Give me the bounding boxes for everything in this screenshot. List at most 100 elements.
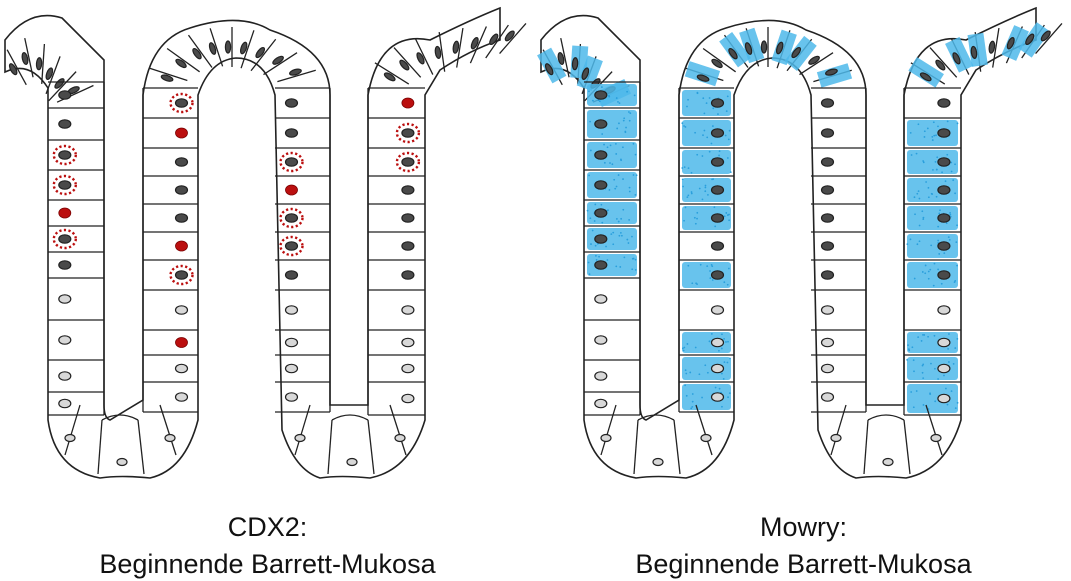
stain-speckle xyxy=(956,338,958,340)
stain-speckle xyxy=(934,335,936,337)
stain-speckle xyxy=(914,196,916,198)
stain-speckle xyxy=(631,268,633,270)
stain-speckle xyxy=(599,100,601,102)
stain-speckle xyxy=(724,361,726,363)
stain-speckle xyxy=(947,404,949,406)
stain-speckle xyxy=(916,243,918,245)
stain-speckle xyxy=(939,209,941,211)
nucleus xyxy=(59,399,71,407)
nucleus xyxy=(176,306,188,314)
nucleus xyxy=(117,459,127,466)
stain-speckle xyxy=(687,265,689,267)
stain-speckle xyxy=(629,191,631,193)
stain-speckle xyxy=(616,128,618,130)
stain-speckle xyxy=(935,161,937,163)
cdx2-positive-nucleus xyxy=(59,208,71,218)
stain-speckle xyxy=(727,95,729,97)
stain-speckle xyxy=(937,269,939,271)
nucleus xyxy=(402,186,414,194)
stain-speckle xyxy=(948,333,950,335)
nucleus xyxy=(938,394,950,402)
stain-speckle xyxy=(685,369,687,371)
stain-speckle xyxy=(683,220,685,222)
stain-speckle xyxy=(702,134,704,136)
stain-speckle xyxy=(922,377,924,379)
stain-speckle xyxy=(922,372,924,374)
stain-speckle xyxy=(719,388,721,390)
stain-speckle xyxy=(694,217,696,219)
stain-speckle xyxy=(629,120,631,122)
stain-speckle xyxy=(934,400,936,402)
stain-speckle xyxy=(590,243,592,245)
cdx2-crypt-diagram xyxy=(0,0,535,500)
stain-speckle xyxy=(721,348,723,350)
nucleus xyxy=(286,214,298,222)
nucleus xyxy=(712,364,724,372)
stain-speckle xyxy=(618,122,620,124)
stain-speckle xyxy=(729,392,731,394)
stain-speckle xyxy=(727,341,729,343)
stain-speckle xyxy=(725,212,727,214)
stain-speckle xyxy=(685,373,687,375)
stain-speckle xyxy=(618,174,620,176)
stain-speckle xyxy=(723,338,725,340)
stain-speckle xyxy=(709,151,711,153)
stain-speckle xyxy=(957,402,959,404)
stain-speckle xyxy=(628,219,630,221)
nucleus xyxy=(402,306,414,314)
stain-speckle xyxy=(707,194,709,196)
stain-speckle xyxy=(718,350,720,352)
nucleus xyxy=(286,306,298,314)
stain-speckle xyxy=(941,171,943,173)
nucleus xyxy=(822,129,834,137)
stain-speckle xyxy=(618,221,620,223)
stain-speckle xyxy=(913,370,915,372)
nucleus xyxy=(822,214,834,222)
stain-speckle xyxy=(705,187,707,189)
stain-speckle xyxy=(588,175,590,177)
nucleus xyxy=(595,91,607,99)
mowry-panel: Mowry: Beginnende Barrett-Mukosa xyxy=(536,0,1071,581)
stain-speckle xyxy=(941,283,943,285)
stain-speckle xyxy=(609,162,611,164)
stain-speckle xyxy=(729,358,731,360)
stain-speckle xyxy=(933,285,935,287)
stain-speckle xyxy=(922,218,924,220)
stain-speckle xyxy=(911,346,913,348)
stain-speckle xyxy=(698,373,700,375)
nucleus xyxy=(595,120,607,128)
stain-speckle xyxy=(618,235,620,237)
nucleus xyxy=(176,364,188,372)
nucleus xyxy=(931,435,941,442)
stain-speckle xyxy=(588,90,590,92)
stain-speckle xyxy=(623,117,625,119)
stain-speckle xyxy=(594,220,596,222)
stain-speckle xyxy=(610,145,612,147)
stain-speckle xyxy=(605,246,607,248)
stain-speckle xyxy=(595,255,597,257)
nucleus xyxy=(402,242,414,250)
stain-speckle xyxy=(919,198,921,200)
stain-speckle xyxy=(588,262,590,264)
nucleus xyxy=(938,338,950,346)
nucleus xyxy=(59,372,71,380)
stain-speckle xyxy=(945,388,947,390)
stain-speckle xyxy=(937,378,939,380)
nucleus xyxy=(595,399,607,407)
nucleus xyxy=(176,186,188,194)
stain-speckle xyxy=(706,102,708,104)
stain-speckle xyxy=(723,281,725,283)
stain-speckle xyxy=(682,178,684,180)
stain-speckle xyxy=(925,265,927,267)
nucleus xyxy=(822,364,834,372)
stain-speckle xyxy=(925,181,927,183)
stain-speckle xyxy=(705,185,707,187)
stain-speckle xyxy=(911,154,913,156)
stain-speckle xyxy=(922,271,924,273)
stain-speckle xyxy=(928,278,930,280)
stain-speckle xyxy=(922,364,924,366)
nucleus xyxy=(402,158,414,166)
nucleus xyxy=(938,186,950,194)
stain-speckle xyxy=(948,361,950,363)
nucleus xyxy=(286,393,298,401)
